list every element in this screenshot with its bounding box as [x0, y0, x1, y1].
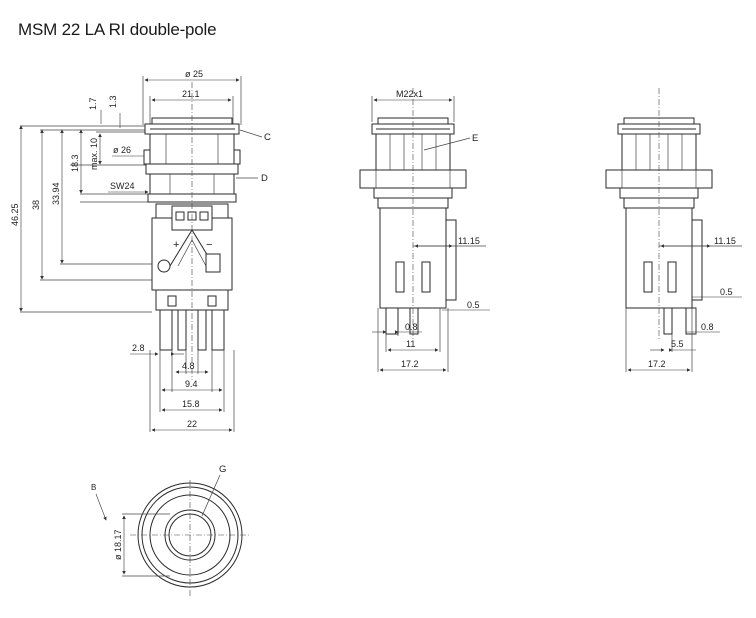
dim-0-5-right: 0.5 [720, 287, 733, 297]
dim-dia25: ø 25 [185, 69, 203, 79]
label-b: B [91, 483, 96, 492]
dim-21-1: 21.1 [182, 89, 200, 99]
dim-22: 22 [187, 419, 197, 429]
dim-33-94: 33.94 [51, 182, 61, 205]
label-g: G [219, 464, 226, 475]
mark-minus: − [206, 239, 212, 251]
dim-15-8: 15.8 [182, 399, 200, 409]
dim-1-7: 1.7 [88, 97, 98, 110]
right-view: 11.15 0.5 0.8 5.5 17.2 [605, 88, 742, 372]
side-view: M22x1 E 11.15 0.5 0.8 1 [359, 88, 490, 372]
dim-m22: M22x1 [396, 89, 423, 99]
dim-11-15-right: 11.15 [714, 236, 736, 246]
front-view: ø 25 21.1 1.7 1.3 max. 10 18.3 33.94 38 … [10, 69, 271, 432]
label-e: E [472, 133, 478, 144]
dim-dia18-17: ø 18.17 [113, 529, 123, 560]
dim-max10: max. 10 [89, 138, 99, 170]
dim-17-2-right: 17.2 [648, 359, 666, 369]
dim-1-3: 1.3 [108, 95, 118, 108]
dim-9-4: 9.4 [185, 379, 198, 389]
dim-0-8-right: 0.8 [701, 322, 714, 332]
dim-18-3: 18.3 [70, 154, 80, 172]
dim-5-5-right: 5.5 [671, 339, 684, 349]
dim-11: 11 [406, 339, 415, 349]
dim-0-5: 0.5 [467, 300, 480, 310]
dim-0-8: 0.8 [405, 322, 418, 332]
label-d: D [261, 173, 268, 184]
dim-4-8: 4.8 [182, 361, 195, 371]
dim-11-15: 11.15 [458, 236, 480, 246]
dim-2-8: 2.8 [132, 343, 145, 353]
mark-plus: + [173, 239, 179, 251]
dim-sw24: SW24 [110, 181, 135, 191]
top-view: ø 18.17 G B [91, 464, 250, 596]
page-title: MSM 22 LA RI double-pole [18, 20, 217, 39]
dim-38: 38 [31, 200, 41, 210]
dim-dia26: ø 26 [113, 145, 131, 155]
dim-17-2: 17.2 [401, 359, 419, 369]
label-c: C [264, 132, 271, 143]
dim-46-25: 46.25 [10, 203, 20, 226]
